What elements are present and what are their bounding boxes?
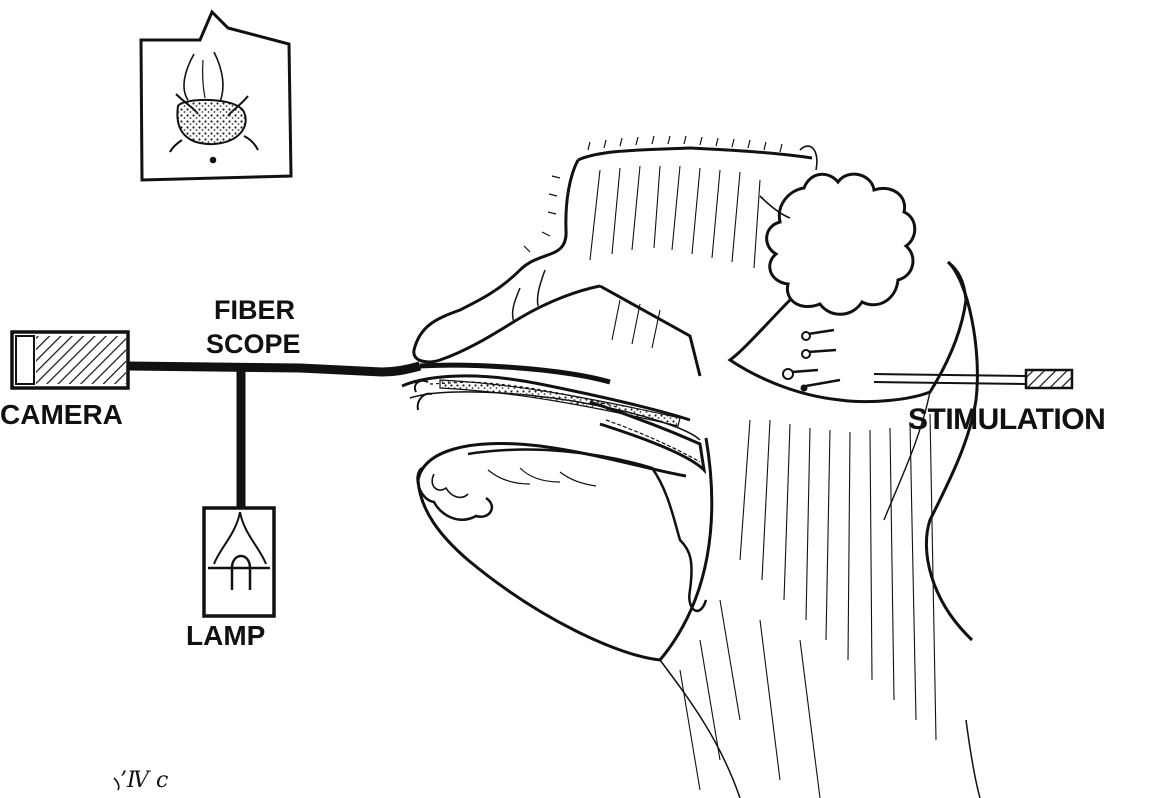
handwritten-mark-stroke [114, 778, 119, 790]
head-cross-section [402, 136, 980, 798]
stimulation-label: STIMULATION [908, 405, 1105, 435]
fiber-scope-cable [128, 365, 610, 382]
fiber-scope-label-line1: FIBER [214, 297, 295, 324]
larynx-view-inset [141, 12, 291, 180]
stimulator-icon [874, 370, 1072, 388]
handwritten-mark: ’Ⅳ c [120, 770, 168, 792]
camera-icon [12, 332, 128, 388]
lamp-label: LAMP [186, 622, 265, 650]
fiber-scope-label-line2: SCOPE [206, 331, 301, 358]
camera-label: CAMERA [0, 401, 123, 429]
lamp-icon [204, 508, 274, 616]
